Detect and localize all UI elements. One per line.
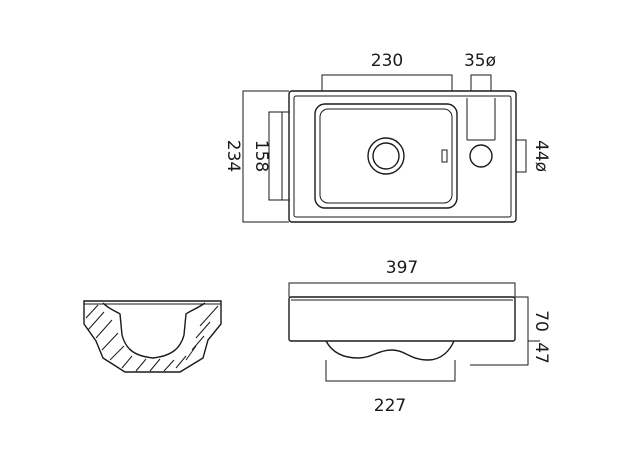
drain-inner [372,142,400,170]
dim-label-397: 397 [386,258,418,278]
dim-label-70: 70 [531,310,551,332]
dim-line-397 [288,282,516,297]
dim-label-44: 44ø [531,140,551,172]
dim-line-234 [242,90,289,223]
dim-label-234: 234 [223,140,243,172]
dim-line-227 [325,360,456,382]
section-view [83,300,222,373]
basin-outer-outline [288,90,517,223]
dim-label-227: 227 [374,396,406,416]
drain-outer [367,137,405,175]
dim-label-35: 35ø [464,51,496,71]
tap-hole [469,144,493,168]
dim-label-158: 158 [251,140,271,172]
basin-rim-inner [293,95,512,218]
basin-slab [288,296,516,342]
top-view: 230 35ø 234 158 44ø [223,51,551,223]
dim-line-35 [470,74,492,91]
dim-label-47: 47 [531,342,551,364]
dim-label-230: 230 [371,51,403,71]
bowl-outline [314,103,458,209]
dim-line-158 [268,111,283,201]
dim-line-230 [321,74,453,91]
bowl-inner [319,108,453,204]
overflow-slot [441,149,448,163]
bowl-underside [325,340,455,361]
dim-line-70 [470,296,529,366]
side-elevation: 397 70 47 227 [288,258,551,416]
